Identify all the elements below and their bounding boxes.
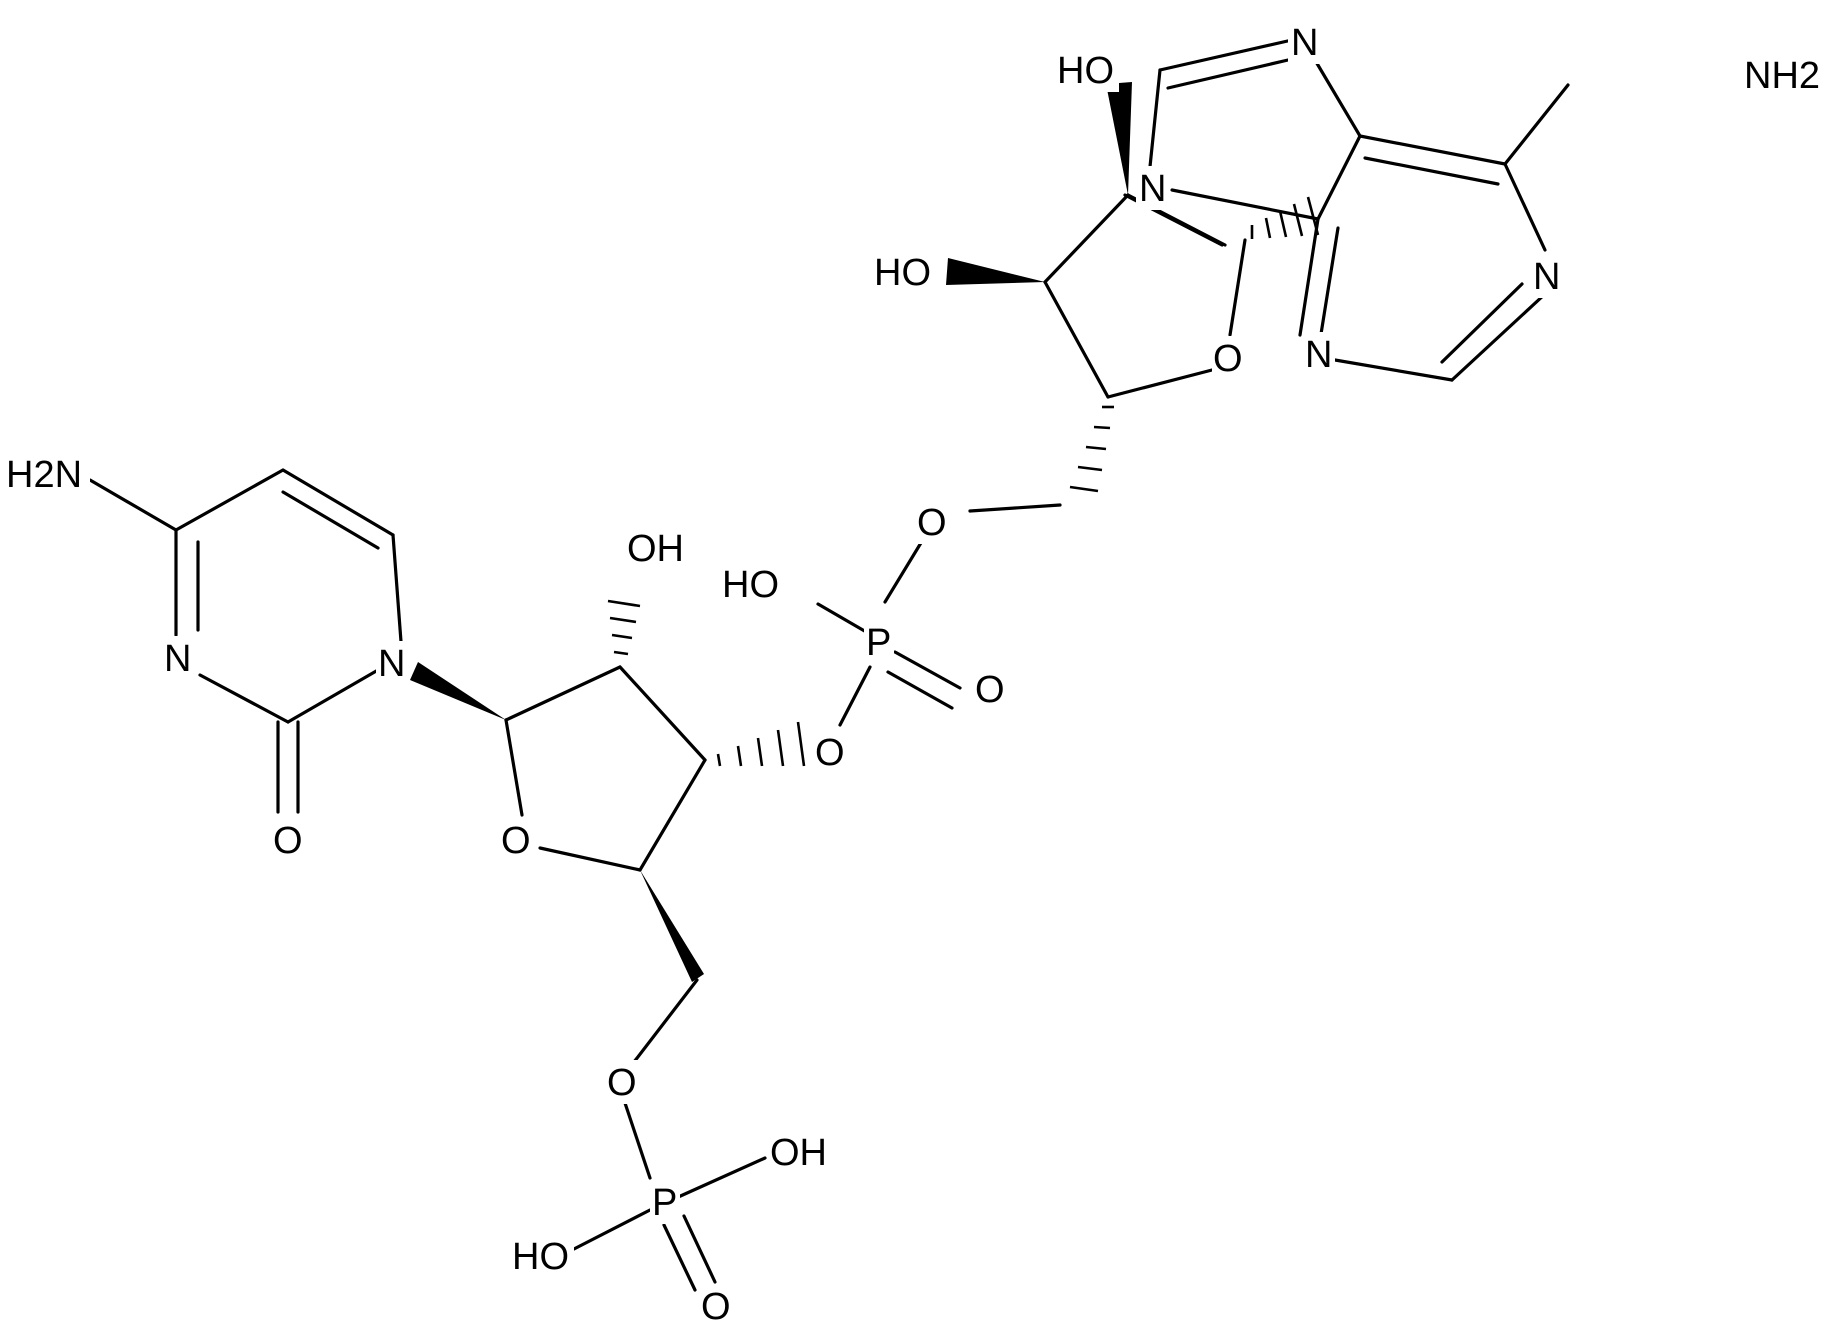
atom-labels: NH2 N N N N HO HO O O HO P O O OH O: [4, 20, 1820, 1328]
atom-label-cytosine-o: O: [273, 820, 303, 862]
atom-label-phosphate1-oh: HO: [722, 564, 779, 606]
hash-c2-oh: [607, 599, 641, 656]
hash-c1-n9: [1250, 196, 1320, 239]
atom-label-adenine-n9: N: [1139, 168, 1166, 210]
hash-bonds: [607, 196, 1320, 767]
atom-label-ribose2-oh: OH: [627, 528, 684, 570]
wedge-n1-cytosine: [410, 662, 506, 720]
atom-label-adenine-nh2: NH2: [1744, 55, 1820, 97]
wedge-c4-ch2: [640, 870, 704, 982]
atom-label-phosphate2-oh-right: OH: [770, 1132, 827, 1174]
atom-label-linker-o-lower: O: [815, 732, 845, 774]
wedge-bonds: [410, 82, 1132, 982]
atom-label-linker-o-upper: O: [917, 502, 947, 544]
atom-label-phosphate2-p: P: [652, 1182, 677, 1224]
hash-c3-o: [716, 721, 806, 767]
atom-label-phosphate2-oh-left: HO: [512, 1236, 569, 1278]
hash-c4-ch2: [1069, 405, 1114, 493]
atom-label-adenine-n-right: N: [1533, 256, 1560, 298]
atom-label-adenine-n-top: N: [1291, 22, 1318, 64]
atom-label-ribose1-oh-top: HO: [1057, 50, 1114, 92]
bonds: [88, 38, 1570, 1292]
atom-label-cytosine-n3: N: [164, 638, 191, 680]
atom-label-cytosine-nh2: H2N: [6, 454, 82, 496]
atom-label-ribose2-o5: O: [607, 1062, 637, 1104]
atom-label-cytosine-n1: N: [378, 643, 405, 685]
atom-label-phosphate2-o-double: O: [701, 1286, 731, 1328]
atom-label-ribose2-ring-o: O: [501, 820, 531, 862]
atom-label-adenine-n-bottom: N: [1305, 334, 1332, 376]
atom-label-phosphate1-o-double: O: [975, 669, 1005, 711]
atom-label-ribose1-ring-o: O: [1213, 338, 1243, 380]
wedge-ho-top: [1106, 82, 1132, 195]
atom-label-phosphate1-p: P: [866, 622, 891, 664]
wedge-ho-left: [946, 258, 1045, 285]
atom-label-ribose1-oh-left: HO: [874, 252, 931, 294]
